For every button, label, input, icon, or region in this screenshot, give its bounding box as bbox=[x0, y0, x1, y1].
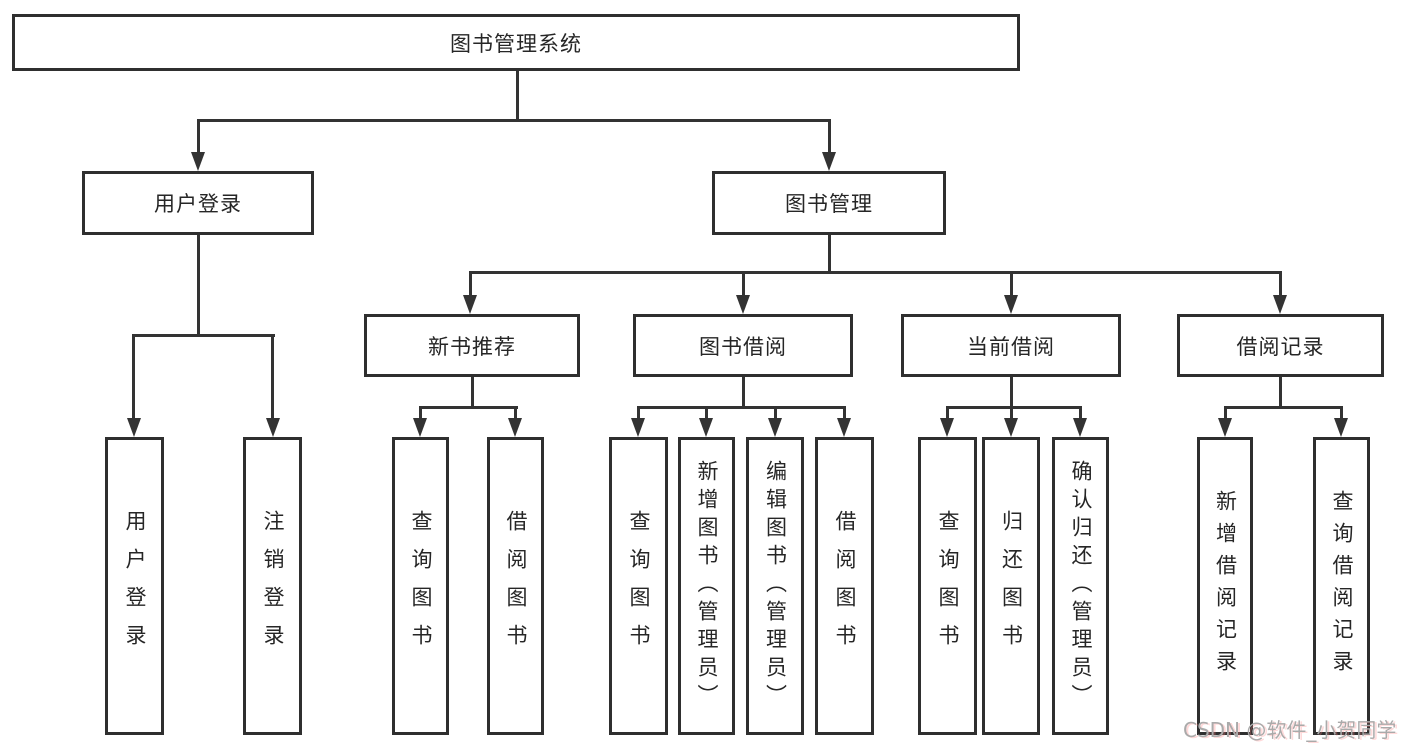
connector-line bbox=[946, 406, 949, 421]
arrowhead-down-icon bbox=[940, 418, 954, 437]
leaf-query-books-recommend: 查询图书 bbox=[392, 437, 449, 735]
connector-line bbox=[419, 406, 518, 409]
connector-line bbox=[828, 119, 831, 155]
leaf-logout-label: 注销登录 bbox=[261, 510, 285, 662]
node-root: 图书管理系统 bbox=[12, 14, 1020, 71]
node-book-borrowing-label: 图书借阅 bbox=[699, 334, 787, 359]
leaf-query-books-borrowing: 查询图书 bbox=[609, 437, 668, 735]
leaf-borrow-books-borrowing-label: 借阅图书 bbox=[833, 510, 857, 662]
leaf-query-books-current-label: 查询图书 bbox=[936, 510, 960, 662]
connector-line bbox=[742, 377, 745, 408]
leaf-borrow-books-recommend-label: 借阅图书 bbox=[504, 510, 528, 662]
leaf-query-books-borrowing-label: 查询图书 bbox=[627, 510, 651, 662]
leaf-borrow-books-recommend: 借阅图书 bbox=[487, 437, 544, 735]
arrowhead-down-icon bbox=[699, 418, 713, 437]
arrowhead-down-icon bbox=[736, 295, 750, 314]
node-book-management: 图书管理 bbox=[712, 171, 946, 235]
connector-line bbox=[516, 71, 519, 120]
node-current-borrowing: 当前借阅 bbox=[901, 314, 1121, 377]
arrowhead-down-icon bbox=[413, 418, 427, 437]
arrowhead-down-icon bbox=[822, 152, 836, 171]
leaf-return-books-label: 归还图书 bbox=[999, 510, 1024, 662]
connector-line bbox=[469, 271, 1282, 274]
connector-line bbox=[705, 406, 708, 421]
leaf-add-books-admin-label: 新增图书（管理员） bbox=[695, 460, 719, 712]
connector-line bbox=[132, 334, 135, 421]
arrowhead-down-icon bbox=[1004, 295, 1018, 314]
leaf-confirm-return-admin: 确认归还（管理员） bbox=[1052, 437, 1109, 735]
leaf-edit-books-admin-label: 编辑图书（管理员） bbox=[763, 460, 788, 712]
connector-line bbox=[469, 271, 472, 298]
connector-line bbox=[197, 119, 200, 155]
arrowhead-down-icon bbox=[631, 418, 645, 437]
arrowhead-down-icon bbox=[1273, 295, 1287, 314]
leaf-add-borrow-record-label: 新增借阅记录 bbox=[1213, 490, 1238, 682]
leaf-confirm-return-admin-label: 确认归还（管理员） bbox=[1069, 460, 1093, 712]
arrowhead-down-icon bbox=[266, 418, 280, 437]
connector-line bbox=[1279, 377, 1282, 408]
connector-line bbox=[946, 406, 1081, 409]
connector-line bbox=[514, 406, 517, 421]
connector-line bbox=[774, 406, 777, 421]
connector-line bbox=[1279, 271, 1282, 298]
leaf-borrow-books-borrowing: 借阅图书 bbox=[815, 437, 874, 735]
connector-line bbox=[197, 119, 831, 122]
connector-line bbox=[419, 406, 422, 421]
leaf-return-books: 归还图书 bbox=[982, 437, 1040, 735]
connector-line bbox=[1010, 406, 1013, 421]
leaf-user-login-label: 用户登录 bbox=[123, 510, 147, 662]
arrowhead-down-icon bbox=[463, 295, 477, 314]
connector-line bbox=[1010, 271, 1013, 298]
node-user-login: 用户登录 bbox=[82, 171, 314, 235]
connector-line bbox=[1224, 406, 1342, 409]
arrowhead-down-icon bbox=[1334, 418, 1348, 437]
arrowhead-down-icon bbox=[508, 418, 522, 437]
node-book-borrowing: 图书借阅 bbox=[633, 314, 853, 377]
connector-line bbox=[637, 406, 846, 409]
leaf-query-borrow-record: 查询借阅记录 bbox=[1313, 437, 1370, 735]
arrowhead-down-icon bbox=[1218, 418, 1232, 437]
connector-line bbox=[637, 406, 640, 421]
leaf-query-books-current: 查询图书 bbox=[918, 437, 977, 735]
node-borrowing-records-label: 借阅记录 bbox=[1236, 334, 1325, 359]
connector-line bbox=[271, 334, 274, 421]
node-new-book-recommend: 新书推荐 bbox=[364, 314, 580, 377]
connector-line bbox=[197, 235, 200, 336]
connector-line bbox=[828, 235, 831, 274]
arrowhead-down-icon bbox=[127, 418, 141, 437]
node-borrowing-records: 借阅记录 bbox=[1177, 314, 1384, 377]
connector-line bbox=[843, 406, 846, 421]
connector-line bbox=[132, 334, 275, 337]
node-user-login-label: 用户登录 bbox=[154, 192, 242, 216]
connector-line bbox=[471, 377, 474, 408]
node-book-management-label: 图书管理 bbox=[785, 192, 873, 216]
watermark-text: CSDN @软件_小贺同学 bbox=[1183, 718, 1397, 742]
arrowhead-down-icon bbox=[768, 418, 782, 437]
leaf-logout: 注销登录 bbox=[243, 437, 302, 735]
leaf-add-borrow-record: 新增借阅记录 bbox=[1197, 437, 1253, 735]
leaf-edit-books-admin: 编辑图书（管理员） bbox=[746, 437, 804, 735]
arrowhead-down-icon bbox=[191, 152, 205, 171]
leaf-user-login: 用户登录 bbox=[105, 437, 164, 735]
arrowhead-down-icon bbox=[1004, 418, 1018, 437]
connector-line bbox=[742, 271, 745, 298]
connector-line bbox=[1340, 406, 1343, 421]
leaf-query-borrow-record-label: 查询借阅记录 bbox=[1330, 490, 1354, 682]
connector-line bbox=[1224, 406, 1227, 421]
arrowhead-down-icon bbox=[1073, 418, 1087, 437]
node-new-book-recommend-label: 新书推荐 bbox=[428, 334, 516, 359]
node-root-label: 图书管理系统 bbox=[450, 31, 582, 56]
connector-line bbox=[1079, 406, 1082, 421]
arrowhead-down-icon bbox=[837, 418, 851, 437]
leaf-query-books-recommend-label: 查询图书 bbox=[409, 510, 433, 662]
leaf-add-books-admin: 新增图书（管理员） bbox=[678, 437, 735, 735]
connector-line bbox=[1010, 377, 1013, 408]
node-current-borrowing-label: 当前借阅 bbox=[967, 334, 1055, 359]
